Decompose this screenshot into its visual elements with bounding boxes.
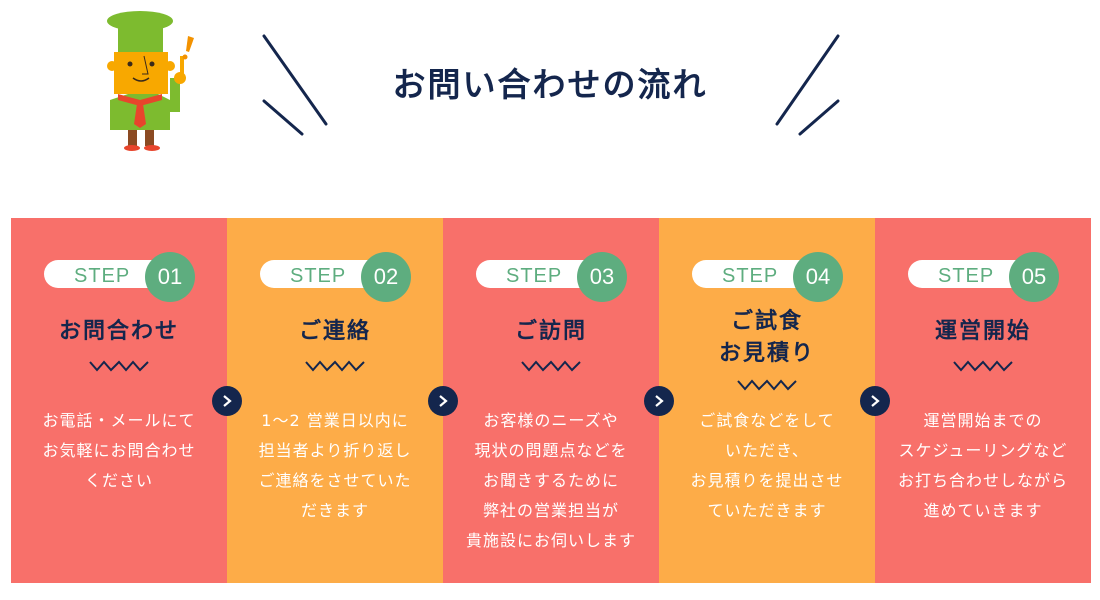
- page-title: お問い合わせの流れ: [392, 65, 708, 104]
- step-description: お客様のニーズや 現状の問題点などを お聞きするために 弊社の営業担当が 貴施設…: [465, 411, 636, 550]
- step-card-01: STEP 01 お問合わせ お電話・メールにて お気軽にお問合わせ ください: [11, 218, 227, 583]
- step-description: お電話・メールにて お気軽にお問合わせ ください: [42, 411, 196, 490]
- step-number: 05: [1009, 252, 1059, 302]
- chevron-right-icon: [860, 386, 890, 416]
- step-card-02: STEP 02 ご連絡 1～2 営業日以内に 担当者より折り返し ご連絡をさせて…: [212, 218, 443, 583]
- chef-mascot-icon: [107, 11, 194, 151]
- step-description: 運営開始までの スケジューリングなど お打ち合わせしながら 進めていきます: [897, 411, 1068, 520]
- step-title: ご訪問: [514, 319, 587, 344]
- step-label: STEP: [938, 265, 995, 287]
- zigzag-icon: [521, 360, 581, 372]
- step-number: 03: [577, 252, 627, 302]
- step-title: ご連絡: [298, 319, 371, 344]
- step-description: 1～2 営業日以内に 担当者より折り返し ご連絡をさせていた だきます: [258, 411, 412, 520]
- zigzag-icon: [305, 360, 365, 372]
- chevron-right-icon: [644, 386, 674, 416]
- step-badge: STEP 05: [908, 252, 1059, 302]
- chevron-right-icon: [212, 386, 242, 416]
- step-badge: STEP 03: [476, 252, 627, 302]
- zigzag-icon: [953, 360, 1013, 372]
- zigzag-icon: [737, 379, 797, 391]
- step-label: STEP: [506, 265, 563, 287]
- step-title: お問合わせ: [58, 319, 179, 344]
- step-label: STEP: [722, 265, 779, 287]
- zigzag-icon: [89, 360, 149, 372]
- step-card-05: STEP 05 運営開始 運営開始までの スケジューリングなど お打ち合わせしな…: [860, 218, 1091, 583]
- step-badge: STEP 01: [44, 252, 195, 302]
- step-card-04: STEP 04 ご試食 お見積り ご試食などをして いただき、 お見積りを提出さ…: [644, 218, 875, 583]
- step-card-03: STEP 03 ご訪問 お客様のニーズや 現状の問題点などを お聞きするために …: [428, 218, 659, 583]
- step-title: 運営開始: [934, 319, 1031, 344]
- step-number: 02: [361, 252, 411, 302]
- step-description: ご試食などをして いただき、 お見積りを提出させ ていただきます: [690, 411, 844, 520]
- steps-flow: STEP 01 お問合わせ お電話・メールにて お気軽にお問合わせ ください S…: [11, 218, 1091, 583]
- header: お問い合わせの流れ: [0, 0, 1100, 200]
- step-number: 01: [145, 252, 195, 302]
- step-number: 04: [793, 252, 843, 302]
- chevron-right-icon: [428, 386, 458, 416]
- step-label: STEP: [290, 265, 347, 287]
- step-badge: STEP 02: [260, 252, 411, 302]
- step-badge: STEP 04: [692, 252, 843, 302]
- step-label: STEP: [74, 265, 131, 287]
- step-title: ご試食 お見積り: [718, 309, 815, 366]
